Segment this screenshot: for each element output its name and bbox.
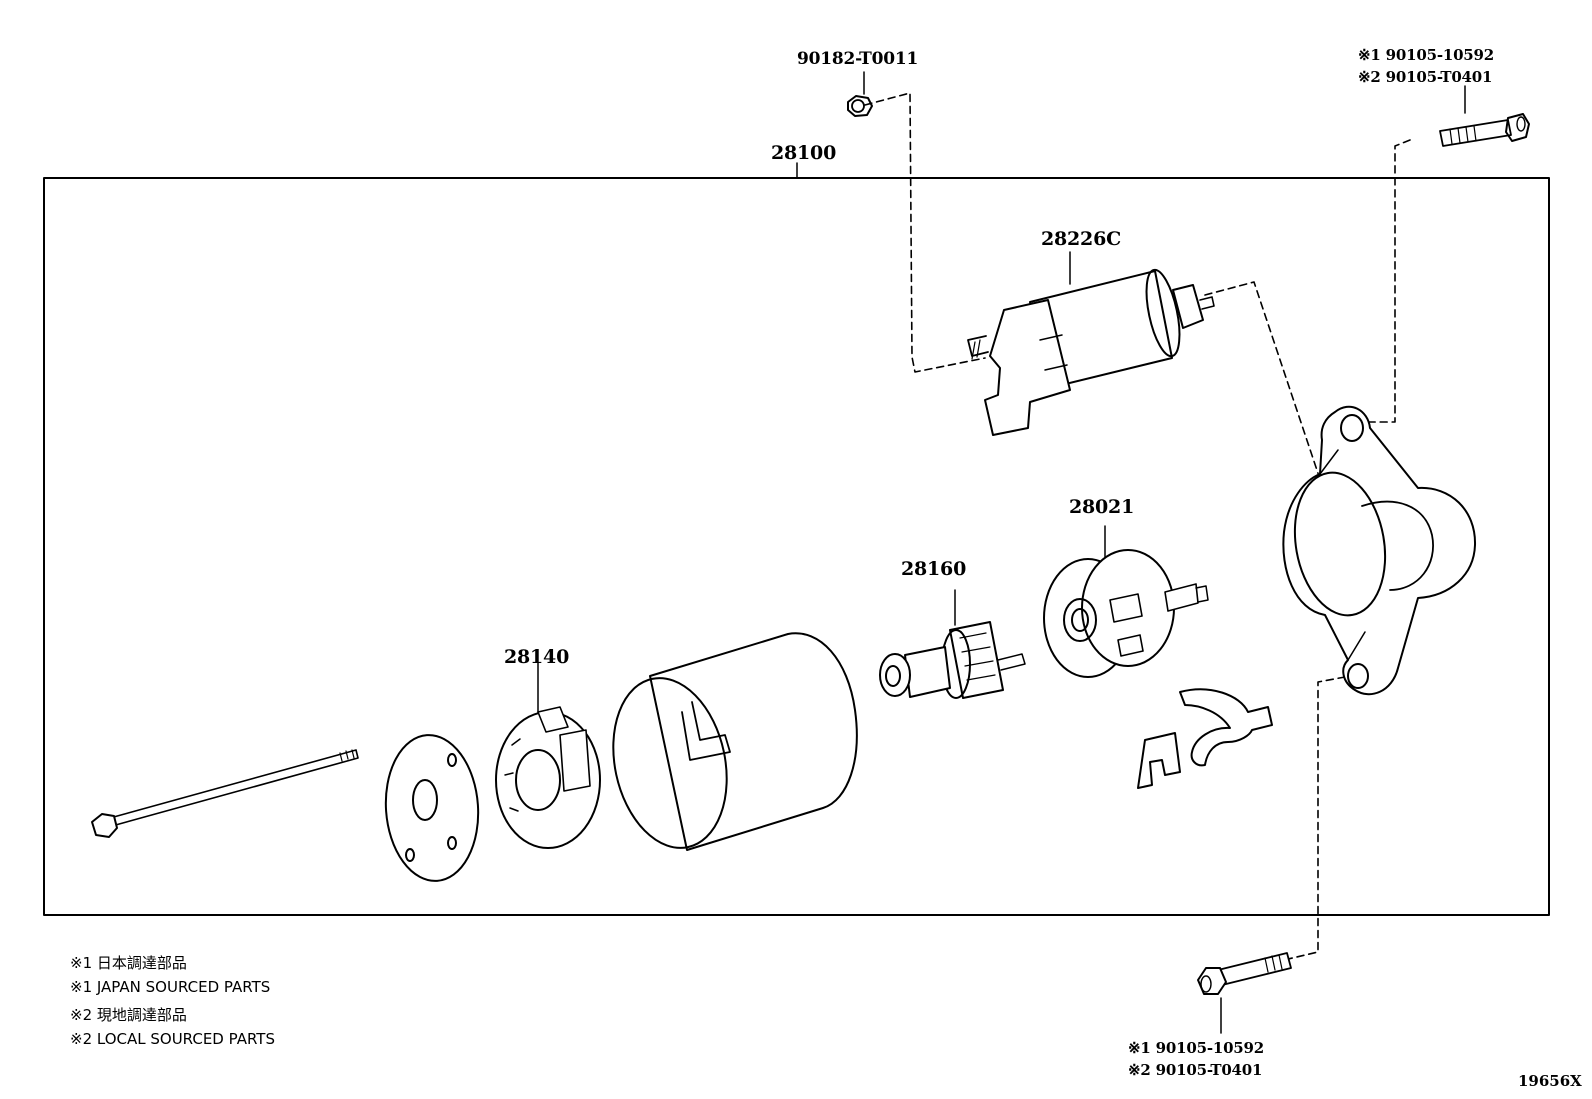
- bottom-bolt-part: [1197, 952, 1292, 1034]
- label-top-bolt-1: ※1 90105-10592: [1358, 46, 1495, 64]
- note-1-jp: ※1 日本調達部品: [70, 954, 187, 972]
- solenoid-part: [967, 251, 1215, 436]
- label-solenoid: 28226C: [1041, 228, 1122, 250]
- top-bolt-part: [1439, 85, 1530, 147]
- label-bottom-bolt-1: ※1 90105-10592: [1128, 1039, 1265, 1057]
- label-brush-holder: 28021: [1069, 496, 1135, 518]
- label-assembly: 28100: [771, 142, 837, 164]
- nut-part: [847, 71, 873, 117]
- armature-part: [879, 589, 1026, 699]
- through-bolt-part: [91, 749, 359, 838]
- label-top-bolt-2: ※2 90105-T0401: [1358, 68, 1493, 86]
- note-1-en: ※1 JAPAN SOURCED PARTS: [70, 978, 271, 996]
- label-bottom-bolt-2: ※2 90105-T0401: [1128, 1061, 1263, 1079]
- note-2-jp: ※2 現地調達部品: [70, 1006, 187, 1024]
- drive-housing-part: [1282, 405, 1477, 696]
- lever-part: [1137, 688, 1273, 789]
- rear-cover-part: [384, 734, 480, 882]
- brush-holder-part: [1043, 525, 1209, 678]
- diagram-reference: 19656X: [1518, 1072, 1582, 1090]
- label-top-nut: 90182-T0011: [797, 49, 919, 69]
- end-frame-part: [495, 662, 601, 849]
- label-end-frame: 28140: [504, 646, 570, 668]
- yoke-part: [612, 632, 858, 851]
- label-armature: 28160: [901, 558, 967, 580]
- note-2-en: ※2 LOCAL SOURCED PARTS: [70, 1030, 275, 1048]
